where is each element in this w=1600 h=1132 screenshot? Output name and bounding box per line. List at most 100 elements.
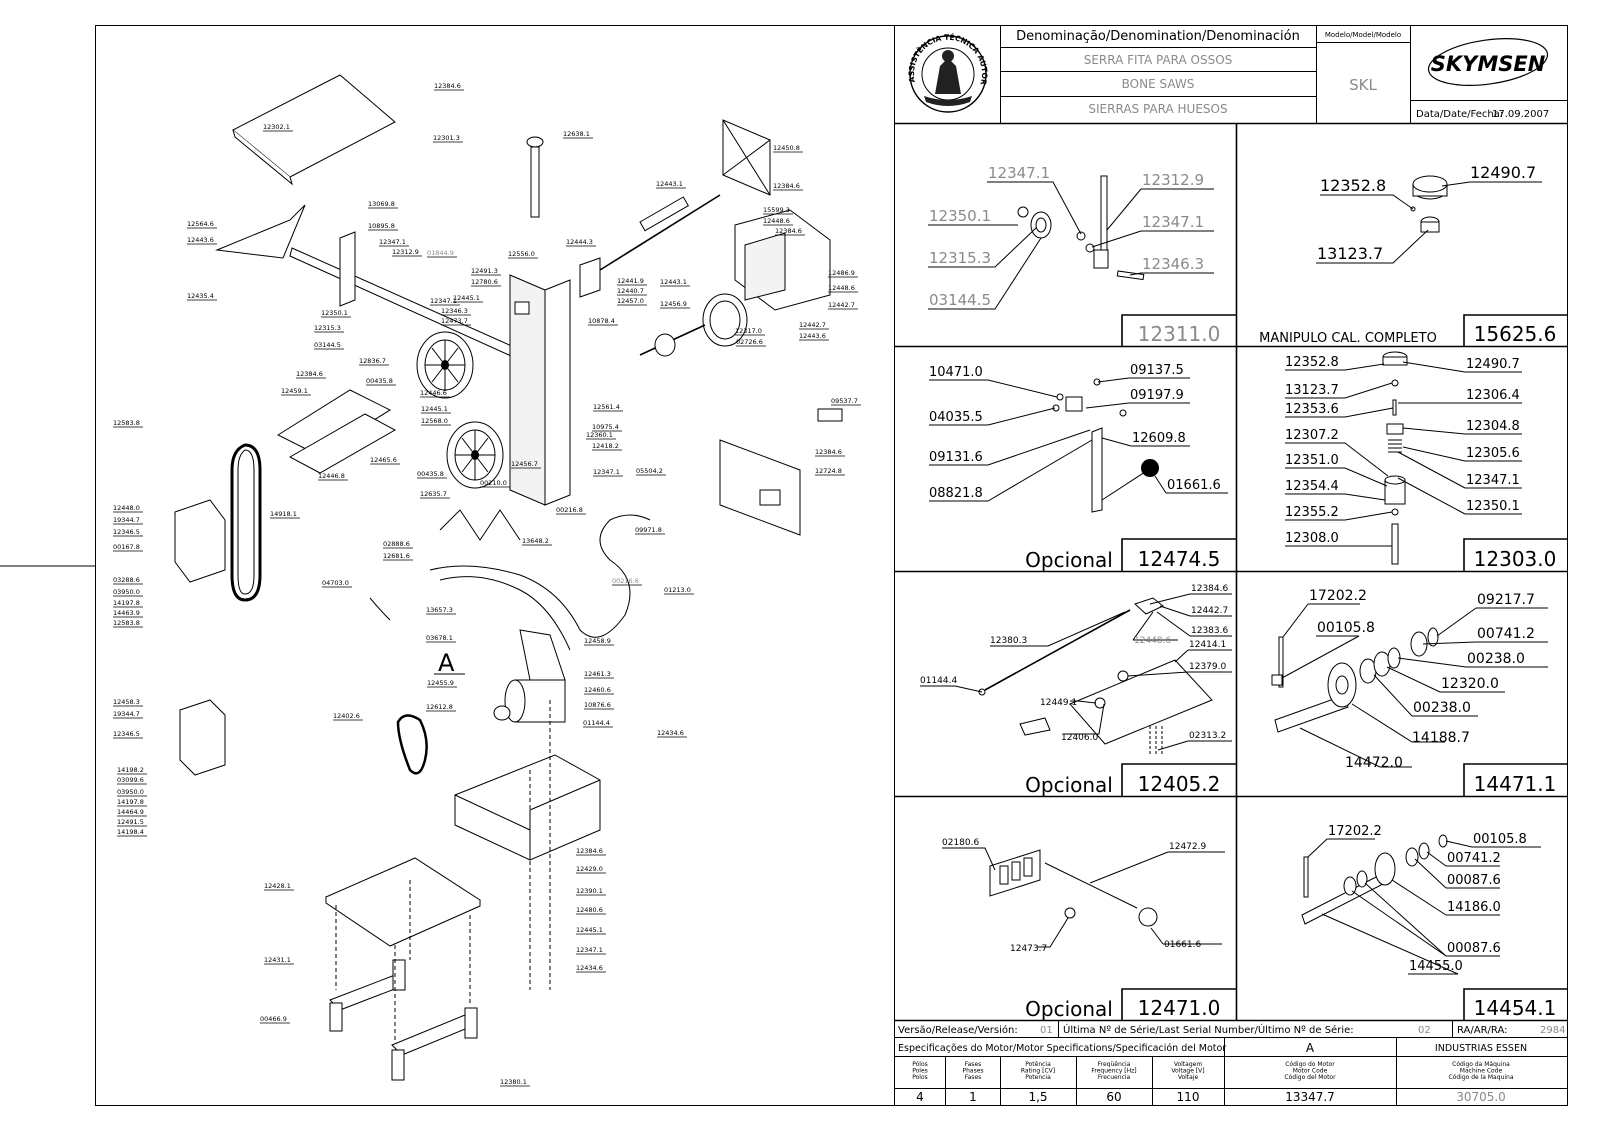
b8-label: 14455.0 bbox=[1409, 959, 1463, 974]
b3-label: 01661.6 bbox=[1167, 478, 1221, 493]
part-label: 12583.8 bbox=[113, 619, 140, 627]
part-label: 09537.7 bbox=[831, 397, 858, 405]
part-label: 12445.1 bbox=[421, 405, 448, 413]
part-label: 12568.0 bbox=[421, 417, 448, 425]
part-label: 10878.4 bbox=[588, 317, 615, 325]
b6-label: 09217.7 bbox=[1477, 592, 1535, 608]
b2-label: 12352.8 bbox=[1320, 176, 1386, 195]
box7-labels: 02180.6 12472.9 12473.7 01661.6 bbox=[942, 838, 1206, 954]
part-label: 14918.1 bbox=[270, 510, 297, 518]
motor-code-value: 13347.7 bbox=[1285, 1090, 1335, 1104]
part-label: 12583.8 bbox=[113, 419, 140, 427]
box3-caption: Opcional bbox=[1025, 548, 1113, 572]
box5-labels: 12384.6 12442.7 12383.6 12380.3 12448.6 … bbox=[920, 584, 1228, 743]
sheet-frame bbox=[95, 25, 1568, 1106]
part-label: 12491.5 bbox=[117, 818, 144, 826]
version-label: Versão/Release/Versión: bbox=[898, 1024, 1018, 1036]
header-line: Machine Code bbox=[1460, 1068, 1503, 1075]
header-line: Freqüência bbox=[1098, 1061, 1131, 1068]
part-label: 12346.5 bbox=[113, 730, 140, 738]
part-label: 12446.8 bbox=[318, 472, 345, 480]
part-label: 13657.3 bbox=[426, 606, 453, 614]
part-label: 12347.1 bbox=[576, 946, 603, 954]
part-label: 12780.6 bbox=[471, 278, 498, 286]
svg-text:ASSISTÊNCIA TÉCNICA AUTORIZADA: ASSISTÊNCIA TÉCNICA AUTORIZADA bbox=[0, 0, 989, 86]
header-line: Frequency [Hz] bbox=[1091, 1068, 1136, 1075]
options-grid bbox=[894, 123, 1567, 1022]
part-label: 12612.8 bbox=[426, 703, 453, 711]
b6-label: 00741.2 bbox=[1477, 626, 1535, 642]
b5-label: 01144.4 bbox=[920, 676, 957, 686]
part-label: 03099.6 bbox=[117, 776, 144, 784]
b6-label: 14472.0 bbox=[1345, 755, 1403, 771]
box2-labels: 12352.8 12490.7 13123.7 bbox=[1317, 163, 1536, 263]
brand-logo: SKYMSEN bbox=[1427, 38, 1549, 86]
box6-code: 14471.1 bbox=[1474, 772, 1557, 796]
part-label: 03144.5 bbox=[314, 341, 341, 349]
box8-parts bbox=[1301, 834, 1448, 925]
box2-code: 15625.6 bbox=[1474, 322, 1557, 346]
part-label: 12440.7 bbox=[617, 287, 644, 295]
main-column bbox=[544, 279, 571, 506]
part-label: 12384.6 bbox=[296, 370, 323, 378]
b1-label: 12347.1 bbox=[1142, 213, 1204, 231]
part-label: 12434.6 bbox=[657, 729, 684, 737]
header-line: Poles bbox=[912, 1068, 928, 1075]
header-line: Fases bbox=[965, 1061, 982, 1068]
b1-label: 12346.3 bbox=[1142, 255, 1204, 273]
part-label: 12443.6 bbox=[799, 332, 826, 340]
box4-labels: 12352.8 12490.7 13123.7 12306.4 12353.6 … bbox=[1285, 355, 1520, 546]
header-line: Voltagem bbox=[1174, 1061, 1203, 1068]
part-label: 00210.0 bbox=[480, 479, 507, 487]
part-label: 03950.0 bbox=[117, 788, 144, 796]
b5-label: 12380.3 bbox=[990, 636, 1027, 646]
part-label: 12556.0 bbox=[508, 250, 535, 258]
poles-value: 4 bbox=[916, 1090, 924, 1104]
part-label: 01144.4 bbox=[583, 719, 610, 727]
header-line: Potência bbox=[1025, 1061, 1051, 1068]
header-line: Voltaje bbox=[1178, 1074, 1199, 1081]
b2-label: 13123.7 bbox=[1317, 244, 1383, 263]
company-name: INDUSTRIAS ESSEN bbox=[1435, 1043, 1527, 1054]
part-label: 12346.3 bbox=[441, 307, 468, 315]
model-label: Modelo/Model/Modelo bbox=[1325, 31, 1401, 39]
part-label: 10975.4 bbox=[592, 423, 619, 431]
b3-label: 09197.9 bbox=[1130, 388, 1184, 403]
part-label: 12443.1 bbox=[660, 278, 687, 286]
header-line: Polos bbox=[912, 1074, 928, 1081]
name-es: SIERRAS PARA HUESOS bbox=[1088, 102, 1227, 116]
header-line: Fases bbox=[965, 1074, 982, 1081]
part-label: 12458.3 bbox=[113, 698, 140, 706]
part-label: 13069.8 bbox=[368, 200, 395, 208]
part-label: 12681.6 bbox=[383, 552, 410, 560]
b5-label: 12406.0 bbox=[1061, 733, 1098, 743]
part-label: 14197.8 bbox=[117, 798, 144, 806]
part-label: 12473.7 bbox=[441, 317, 468, 325]
box1-parts bbox=[1017, 175, 1145, 281]
b6-label: 00238.0 bbox=[1413, 700, 1471, 716]
part-label: 12836.7 bbox=[359, 357, 386, 365]
part-label: 12724.8 bbox=[815, 467, 842, 475]
part-label: 09971.8 bbox=[635, 526, 662, 534]
serial-label: Última Nº de Série/Last Serial Number/Úl… bbox=[1063, 1023, 1354, 1036]
part-label: 12302.1 bbox=[263, 123, 290, 131]
name-en: BONE SAWS bbox=[1122, 77, 1195, 91]
part-label: 12460.6 bbox=[584, 686, 611, 694]
b1-label: 12347.1 bbox=[988, 164, 1050, 182]
part-label: 13648.2 bbox=[522, 537, 549, 545]
header-line: Código da Máquina bbox=[1452, 1061, 1510, 1068]
b4-label: 13123.7 bbox=[1285, 383, 1339, 398]
box2-caption: MANIPULO CAL. COMPLETO bbox=[1259, 331, 1437, 346]
b6-label: 00238.0 bbox=[1467, 651, 1525, 667]
saw-blade bbox=[230, 443, 262, 602]
part-label: 12635.7 bbox=[420, 490, 447, 498]
part-label: 12429.0 bbox=[576, 865, 603, 873]
part-label: 12384.6 bbox=[773, 182, 800, 190]
b4-label: 12352.8 bbox=[1285, 355, 1339, 370]
b6-label: 00105.8 bbox=[1317, 620, 1375, 636]
